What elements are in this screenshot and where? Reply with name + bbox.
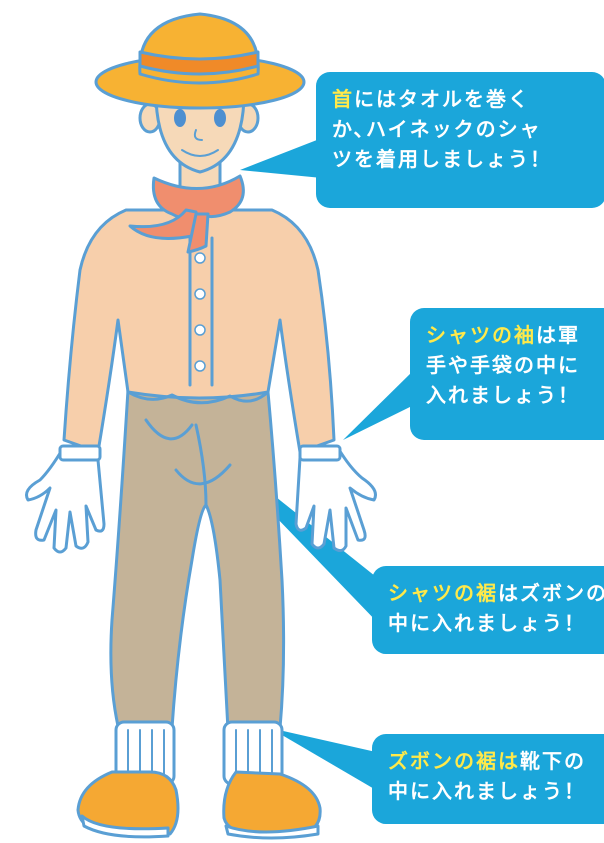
callout-shirt-hem: シャツの裾はズボンの 中に入れましょう！ [372,566,604,654]
callout-pants-hem-line2: 中に入れましょう！ [388,779,586,803]
callout-sleeve-line2: 手や手袋の中に [426,353,580,377]
pointer-sleeve [343,370,414,440]
callout-shirt-hem-highlight: シャツの裾 [388,581,498,605]
callout-pants-hem-highlight: ズボンの裾は [388,749,520,773]
callout-shirt-hem-line1: はズボンの [498,581,604,605]
hat-band [138,50,260,76]
callout-pants-hem: ズボンの裾は靴下の 中に入れましょう！ [372,734,604,824]
callout-shirt-hem-line2: 中に入れましょう！ [388,611,586,635]
glove-left-icon [25,448,106,554]
callout-sleeve-highlight: シャツの袖 [426,323,536,347]
callout-neck-highlight: 首 [332,87,354,111]
callout-sleeve: シャツの袖は軍 手や手袋の中に 入れましょう！ [410,308,604,440]
callout-neck: 首にはタオルを巻く か､ハイネックのシャ ツを着用しましょう！ [316,72,604,208]
scarf-icon [151,174,245,220]
glove-right-icon [294,446,377,553]
callout-neck-line1: にはタオルを巻く [354,87,530,111]
callout-neck-line2: か､ハイネックのシャ [332,117,542,141]
shoe-right-icon [222,770,322,836]
pointer-neck [240,138,322,178]
pants [109,388,286,732]
shoe-left-icon [76,770,180,836]
callout-neck-line3: ツを着用しましょう！ [332,147,552,171]
callout-pants-hem-line1: 靴下の [520,749,586,773]
pointer-pants-hem [270,728,376,790]
callout-sleeve-line1: は軍 [536,323,580,347]
callout-sleeve-line3: 入れましょう！ [426,383,580,407]
